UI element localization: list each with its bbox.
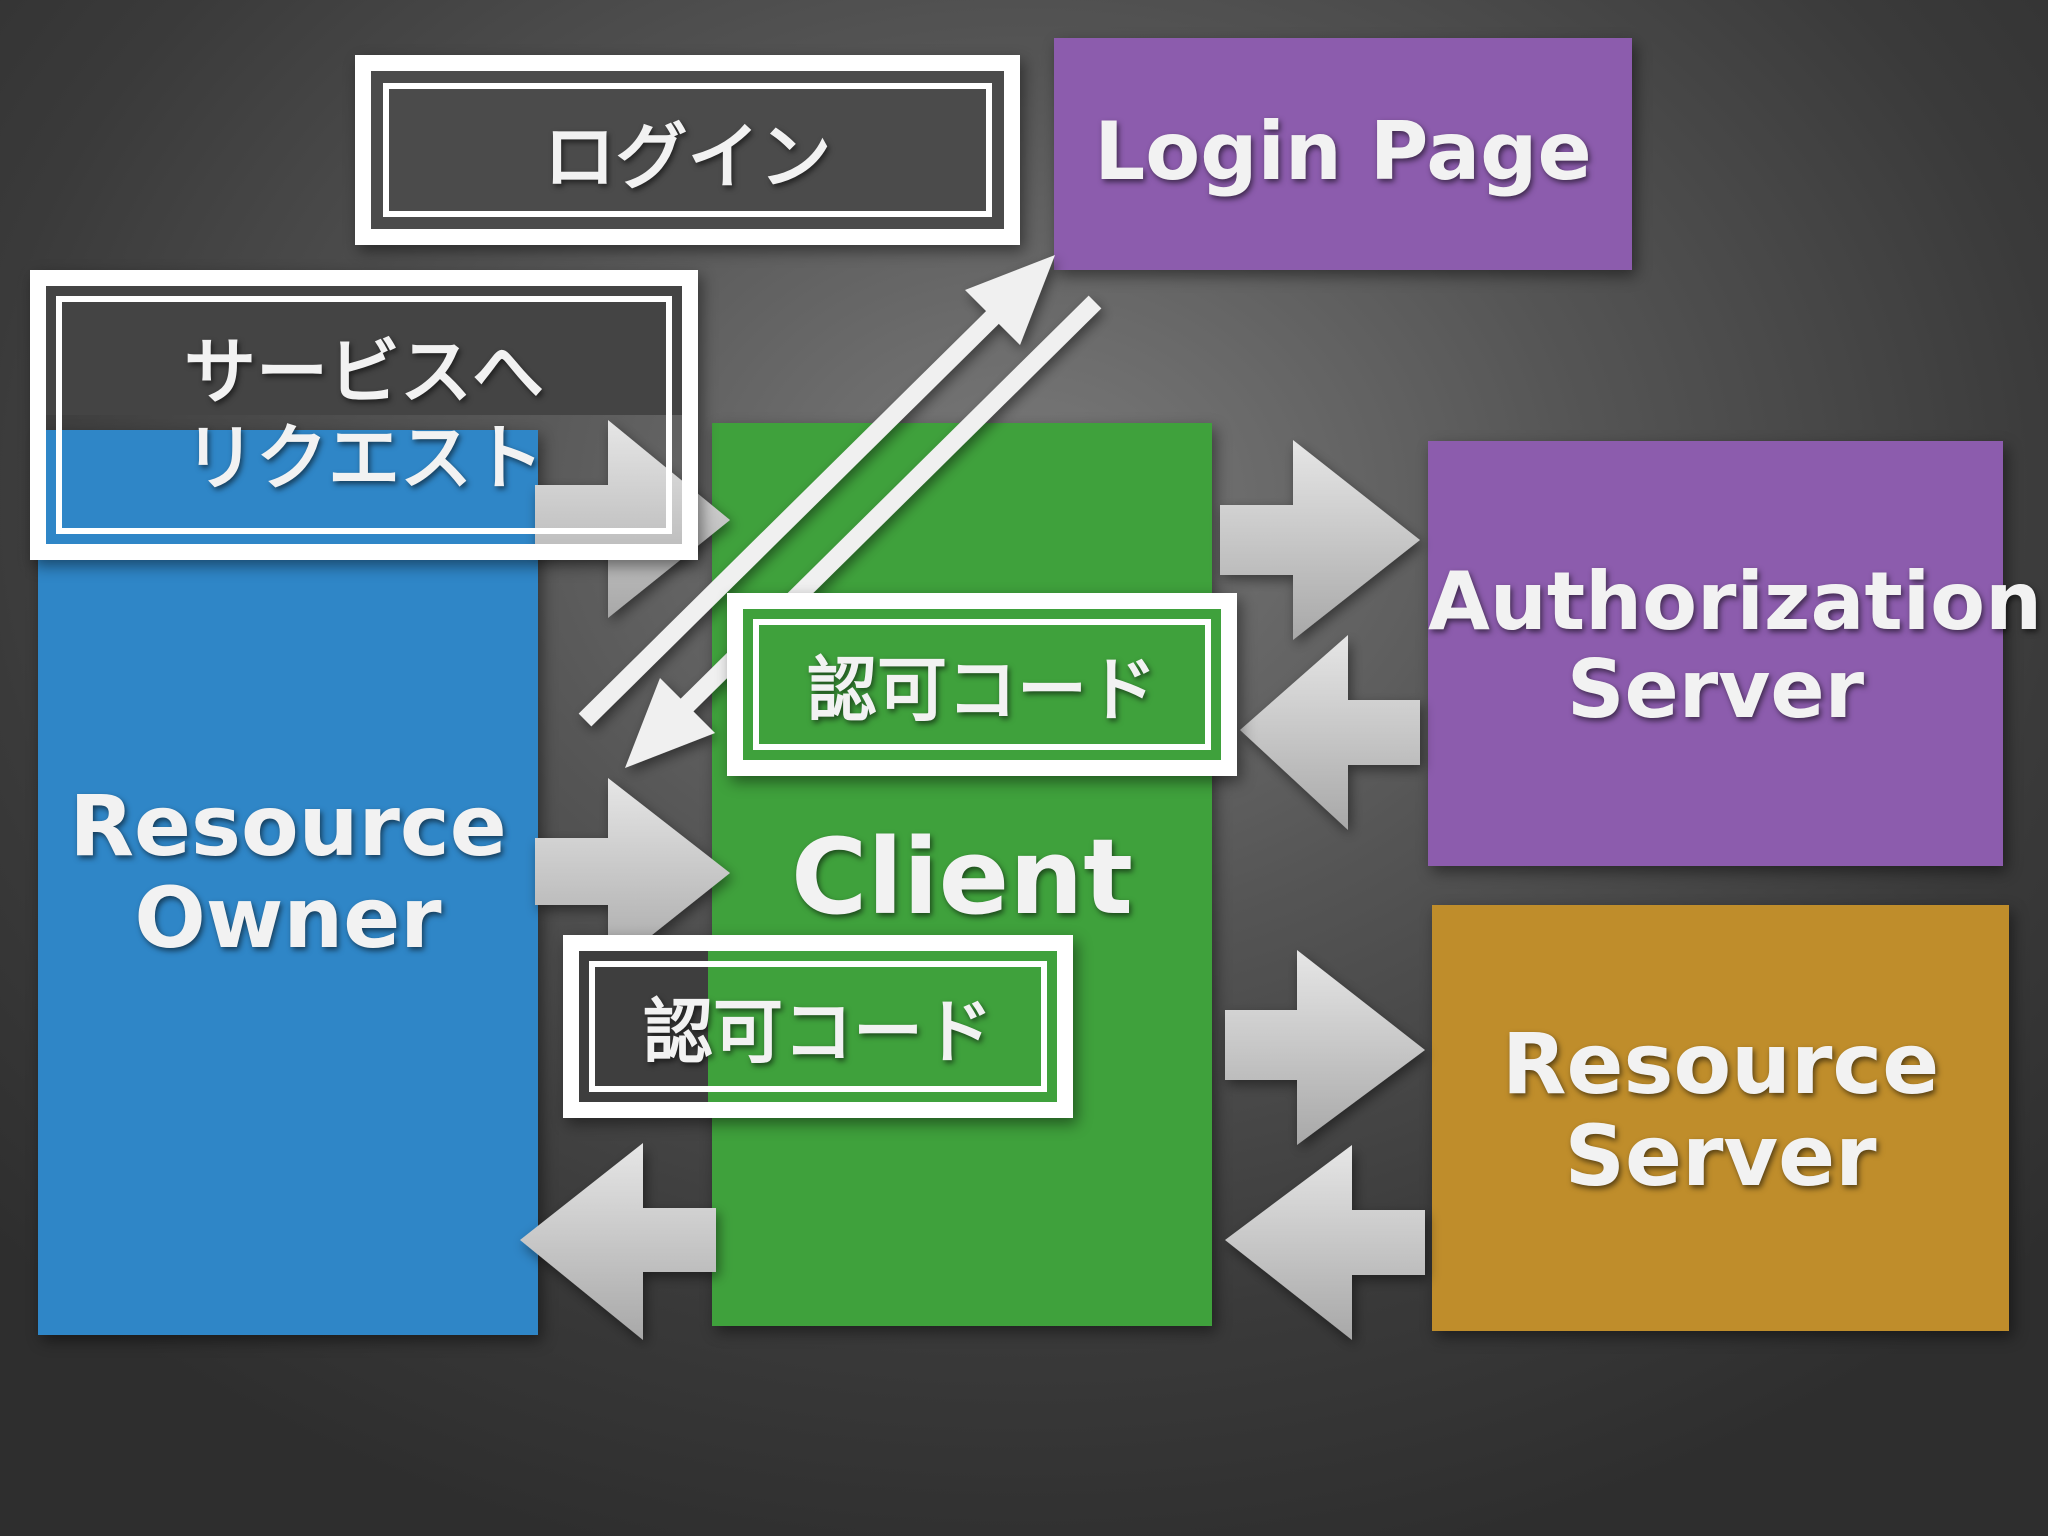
resource-server-box bbox=[1432, 905, 2009, 1331]
arrow-client-to-resource-server bbox=[1225, 950, 1425, 1145]
arrow-auth-server-to-client bbox=[1240, 635, 1420, 830]
resource-server-label: Resource Server bbox=[1501, 1015, 1940, 1206]
service-request-callout: サービスへ リクエスト bbox=[30, 270, 698, 560]
login-callout: ログイン bbox=[355, 55, 1020, 245]
authorization-server-box bbox=[1428, 441, 2003, 866]
login-page-label: Login Page bbox=[1094, 105, 1592, 198]
arrow-client-to-auth-server bbox=[1220, 440, 1420, 640]
arrow-resource-server-to-client bbox=[1225, 1145, 1425, 1340]
login-page-box bbox=[1054, 38, 1632, 270]
resource-owner-label: Resource Owner bbox=[69, 777, 507, 968]
client-label: Client bbox=[791, 816, 1133, 938]
authorization-server-label: Authorization Server bbox=[1428, 555, 2043, 736]
auth-code-callout-lower: 認可コード bbox=[563, 935, 1073, 1118]
auth-code-callout-upper: 認可コード bbox=[727, 593, 1237, 776]
resource-owner-box bbox=[38, 430, 538, 1335]
arrow-client-to-owner bbox=[520, 1143, 716, 1340]
